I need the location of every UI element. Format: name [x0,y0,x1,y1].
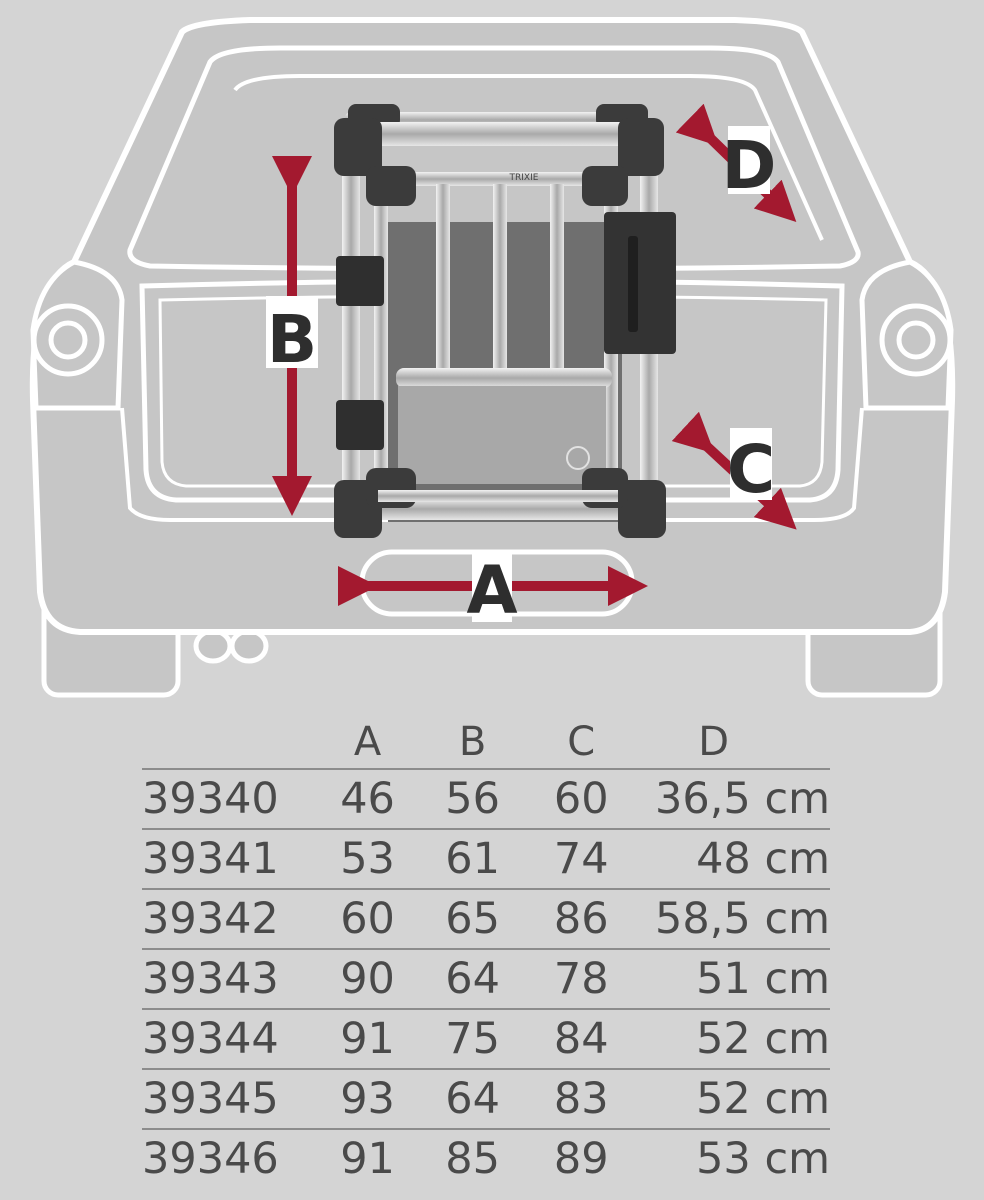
label-c: C [727,431,775,508]
dimension-arrow-c: C [671,411,797,530]
cell-c: 86 [525,889,638,950]
cell-c: 89 [553,1134,609,1184]
header-code [142,716,316,770]
cell-a: 91 [340,1134,395,1184]
crate-brand-label: TRIXIE [509,173,539,183]
cell-c: 83 [525,1069,638,1130]
cell-code: 39342 [142,889,316,950]
table-row: 39343 90 64 78 51 cm [142,949,830,1010]
cell-b: 64 [420,949,526,1010]
table-row: 39346 91 85 89 53 cm [142,1129,830,1188]
rear-window [127,45,861,272]
cell-d: 52 cm [637,1069,830,1130]
cell-b: 65 [420,889,526,950]
cell-code: 39345 [142,1069,316,1130]
cell-c: 84 [525,1009,638,1070]
cell-code: 39346 [142,1134,279,1184]
table-row: 39344 91 75 84 52 cm [142,1009,830,1070]
dog-crate: TRIXIE [334,104,676,538]
cell-a: 53 [315,829,421,890]
cell-d: 48 cm [637,829,830,890]
table-row: 39341 53 61 74 48 cm [142,829,830,890]
cell-d: 53 cm [696,1134,830,1184]
header-a: A [315,716,421,770]
table-row: 39342 60 65 86 58,5 cm [142,889,830,950]
cell-b: 85 [445,1134,500,1184]
cell-b: 75 [420,1009,526,1070]
cell-a: 93 [315,1069,421,1130]
size-table: A B C D 39340 46 56 60 36,5 cm 39341 53 … [142,716,830,1188]
table-row: 39340 46 56 60 36,5 cm [142,769,830,830]
cell-c: 74 [525,829,638,890]
cell-a: 46 [315,769,421,830]
header-b: B [420,716,526,770]
cell-c: 60 [525,769,638,830]
dimension-arrow-d: D [675,103,797,222]
car-crate-diagram: TRIXIE B A D C [29,17,956,698]
cell-b: 61 [420,829,526,890]
exhaust-pipes [193,628,269,664]
header-d: D [637,716,830,770]
cell-code: 39343 [142,949,316,1010]
tail-lights [30,259,954,411]
cell-b: 64 [420,1069,526,1130]
header-c: C [525,716,638,770]
label-b: B [267,301,317,378]
cell-d: 52 cm [637,1009,830,1070]
cell-d: 58,5 cm [637,889,830,950]
cell-code: 39341 [142,829,316,890]
table-row: 39345 93 64 83 52 cm [142,1069,830,1130]
cell-d: 51 cm [637,949,830,1010]
cell-a: 91 [315,1009,421,1070]
label-a: A [466,552,517,629]
cell-b: 56 [420,769,526,830]
cell-a: 90 [315,949,421,1010]
cell-c: 78 [525,949,638,1010]
dimension-arrow-a: A [338,550,648,629]
cell-a: 60 [315,889,421,950]
cell-code: 39344 [142,1009,316,1070]
table-header-row: A B C D [142,716,830,770]
cell-code: 39340 [142,769,316,830]
cell-d: 36,5 cm [637,769,830,830]
label-d: D [722,127,777,204]
dimension-arrow-b: B [266,156,318,516]
